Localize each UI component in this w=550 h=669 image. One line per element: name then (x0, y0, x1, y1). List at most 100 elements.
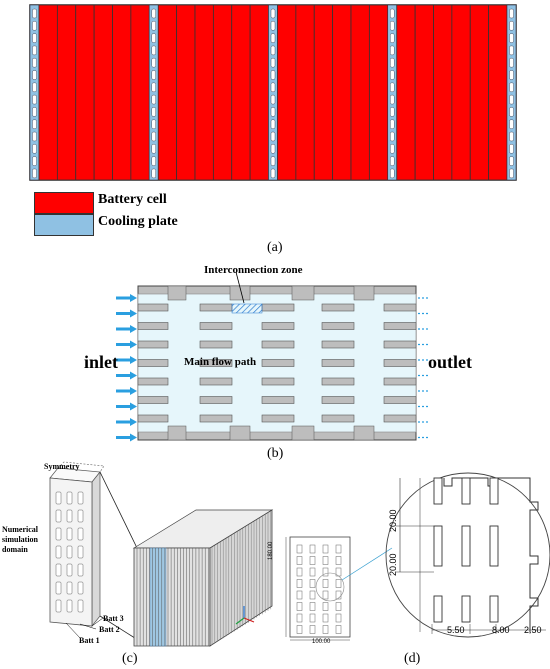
small-slot (296, 590, 303, 600)
dim-width-label: 100.00 (312, 639, 331, 645)
plate-channel (509, 8, 514, 19)
plate-channel (32, 144, 37, 154)
plate-channel (390, 58, 395, 68)
detail-slot-bottom (433, 595, 443, 623)
rib (261, 340, 295, 349)
plate-channel (390, 70, 395, 80)
slot (66, 491, 73, 505)
plate-channel (151, 33, 156, 43)
rib (137, 303, 169, 312)
slot (77, 545, 84, 559)
plate-channel (32, 82, 37, 93)
small-slot (296, 579, 303, 588)
small-slot (335, 625, 342, 634)
edge-tab (167, 425, 187, 441)
caption-c: (c) (122, 651, 138, 666)
detail-slot (433, 525, 443, 567)
small-slot (309, 590, 316, 600)
rib (321, 359, 355, 367)
plate-channel (390, 119, 395, 129)
symmetry-label: Symmetry (44, 462, 80, 471)
small-slot (335, 613, 342, 623)
slot (55, 563, 62, 577)
dim-top-label: 20.00 (388, 509, 398, 532)
rib (199, 322, 233, 330)
small-slot (296, 613, 303, 623)
inlet-arrowhead (130, 356, 137, 364)
edge-tab (229, 425, 251, 441)
small-slot (322, 590, 329, 600)
edge-tab (353, 425, 375, 441)
plate-channel (32, 45, 37, 56)
plate-channel (509, 144, 514, 154)
caption-b: (b) (267, 446, 284, 461)
plate-channel (270, 144, 276, 154)
batt1-leader (65, 622, 81, 639)
plate-channel (151, 168, 156, 179)
plate-channel (509, 131, 514, 142)
inlet-arrowhead (130, 371, 137, 380)
plate-channel (270, 58, 276, 68)
slot (66, 509, 73, 523)
small-slot (335, 579, 342, 588)
small-slot (296, 602, 303, 611)
rib (261, 359, 295, 367)
plate-channel (390, 131, 395, 142)
small-slot (335, 602, 342, 611)
detail-slot-top (433, 477, 443, 505)
detail-slot-bottom (489, 595, 499, 623)
plate-channel (270, 119, 276, 129)
plate-channel (32, 168, 37, 179)
slot (77, 527, 84, 541)
legend-swatch-battery-cell (34, 192, 94, 214)
plate-channel (270, 21, 276, 31)
small-slot (322, 602, 329, 611)
rib (261, 377, 295, 386)
detail-slot-top (461, 477, 471, 505)
plate-channel (151, 144, 156, 154)
plate-channel (32, 70, 37, 80)
rib (321, 340, 355, 349)
plate-channel (509, 33, 514, 43)
rib (137, 414, 169, 423)
rib (199, 396, 233, 404)
plate-channel (32, 21, 37, 31)
inlet-arrowhead (130, 418, 137, 426)
plate-channel (270, 156, 276, 166)
plate-channel (270, 82, 276, 93)
slot (55, 491, 62, 505)
detail-circle (385, 472, 550, 638)
plate-channel (390, 21, 395, 31)
rib (383, 359, 417, 367)
small-slot (296, 544, 303, 554)
rib (321, 396, 355, 404)
cooling-plate (506, 4, 517, 181)
dim-height-label: 180.00 (268, 541, 274, 560)
plate-channel (32, 94, 37, 105)
detail-slot-top (489, 477, 499, 505)
slot (77, 599, 84, 613)
rib (199, 414, 233, 423)
plate-channel (270, 8, 276, 19)
plate-channel (390, 168, 395, 179)
detail-circle-small (315, 572, 345, 602)
caption-d: (d) (404, 651, 421, 666)
slot (66, 563, 73, 577)
zoom-line (99, 471, 139, 551)
edge-tab (167, 285, 187, 301)
inlet-label: inlet (84, 352, 118, 372)
dim-mid-label: 20.00 (388, 553, 398, 576)
edge-tab (291, 425, 315, 441)
plate-channel (509, 168, 514, 179)
plate-channel (509, 119, 514, 129)
batt3-label: Batt 3 (103, 614, 124, 623)
rib (321, 377, 355, 386)
slot (55, 599, 62, 613)
rib (137, 396, 169, 404)
rib (199, 377, 233, 386)
rib (321, 303, 355, 312)
rib (137, 340, 169, 349)
dim-b3-label: 2.50 (524, 625, 542, 635)
slot (55, 527, 62, 541)
